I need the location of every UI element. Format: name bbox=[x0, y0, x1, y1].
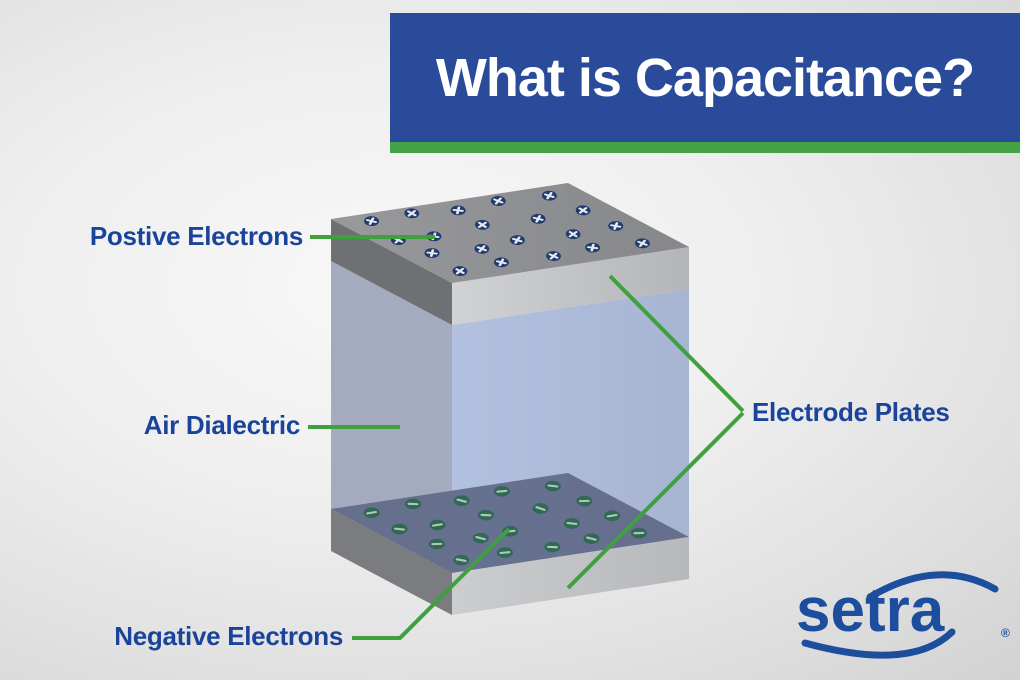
negative-electron-icon bbox=[363, 507, 380, 519]
positive-electron-icon bbox=[608, 221, 624, 231]
negative-electron-icon bbox=[477, 509, 494, 521]
negative-electron-icon bbox=[563, 518, 580, 529]
registered-trademark-icon: ® bbox=[1001, 626, 1010, 640]
negative-electron-icon bbox=[576, 495, 593, 507]
label-negative-electrons: Negative Electrons bbox=[114, 621, 343, 651]
logo-wordmark: setra bbox=[796, 576, 945, 645]
positive-electron-icon bbox=[493, 257, 509, 268]
leader-negative-electrons bbox=[352, 527, 511, 640]
top-plate-right-face bbox=[452, 247, 689, 325]
title-banner: What is Capacitance? bbox=[390, 13, 1020, 142]
dielectric-left-face bbox=[331, 261, 452, 573]
negative-electron-icon bbox=[544, 541, 561, 553]
positive-electron-icon bbox=[585, 242, 601, 253]
logo-swoosh-top-icon bbox=[866, 571, 999, 601]
label-electrode-plates: Electrode Plates bbox=[752, 397, 950, 427]
banner-accent-strip bbox=[390, 142, 1020, 153]
top-plate-left-face bbox=[331, 219, 452, 325]
page-title: What is Capacitance? bbox=[435, 47, 975, 108]
bottom-plate-left-face bbox=[331, 509, 452, 615]
positive-electron-icon bbox=[575, 205, 591, 216]
top-plate-top-face bbox=[331, 183, 689, 283]
bottom-plate-right-face bbox=[452, 537, 689, 615]
negative-electron-icon bbox=[630, 527, 647, 539]
bottom-plate-top-face bbox=[331, 473, 689, 573]
positive-electron-icon bbox=[450, 205, 466, 216]
leader-electrode-bottom bbox=[566, 411, 745, 590]
label-air-dielectric: Air Dialectric bbox=[143, 410, 301, 440]
negative-electron-icon bbox=[493, 485, 510, 497]
positive-electron-icon bbox=[541, 190, 557, 201]
positive-electron-icon bbox=[530, 213, 546, 224]
positive-electron-icon bbox=[424, 248, 440, 258]
negative-electron-icon bbox=[453, 495, 470, 506]
logo-swooshes bbox=[801, 571, 999, 659]
positive-electron-icon bbox=[509, 235, 525, 246]
logo-swoosh-bottom-icon bbox=[801, 628, 956, 659]
positive-electron-icon bbox=[364, 216, 380, 227]
setra-logo: setra ® bbox=[788, 550, 1020, 680]
label-positive-electrons: Postive Electrons bbox=[89, 221, 303, 251]
negative-electron-icon bbox=[496, 547, 513, 558]
positive-electron-icon bbox=[565, 229, 581, 240]
negative-electron-icon bbox=[404, 498, 421, 510]
positive-electron-icon bbox=[475, 219, 490, 230]
positive-electron-icon bbox=[635, 238, 650, 249]
negative-electron-icon bbox=[391, 523, 408, 535]
negative-electron-icon bbox=[583, 533, 600, 544]
positive-electron-icon bbox=[452, 266, 468, 277]
negative-electron-icon bbox=[428, 538, 445, 550]
positive-electron-icon bbox=[546, 251, 561, 262]
negative-electron-icon bbox=[544, 480, 561, 492]
positive-electron-icon bbox=[404, 208, 420, 219]
negative-electron-icon bbox=[429, 519, 446, 531]
positive-electron-icon bbox=[474, 243, 490, 254]
negative-electron-icon bbox=[532, 503, 549, 514]
leader-electrode-top bbox=[608, 274, 745, 413]
bottom-plate-charged-surface bbox=[331, 473, 689, 573]
positive-electron-icon bbox=[490, 196, 506, 206]
negative-electron-icon bbox=[604, 510, 621, 522]
negative-electron-icon bbox=[472, 532, 489, 544]
negative-electron-icon bbox=[453, 554, 470, 566]
